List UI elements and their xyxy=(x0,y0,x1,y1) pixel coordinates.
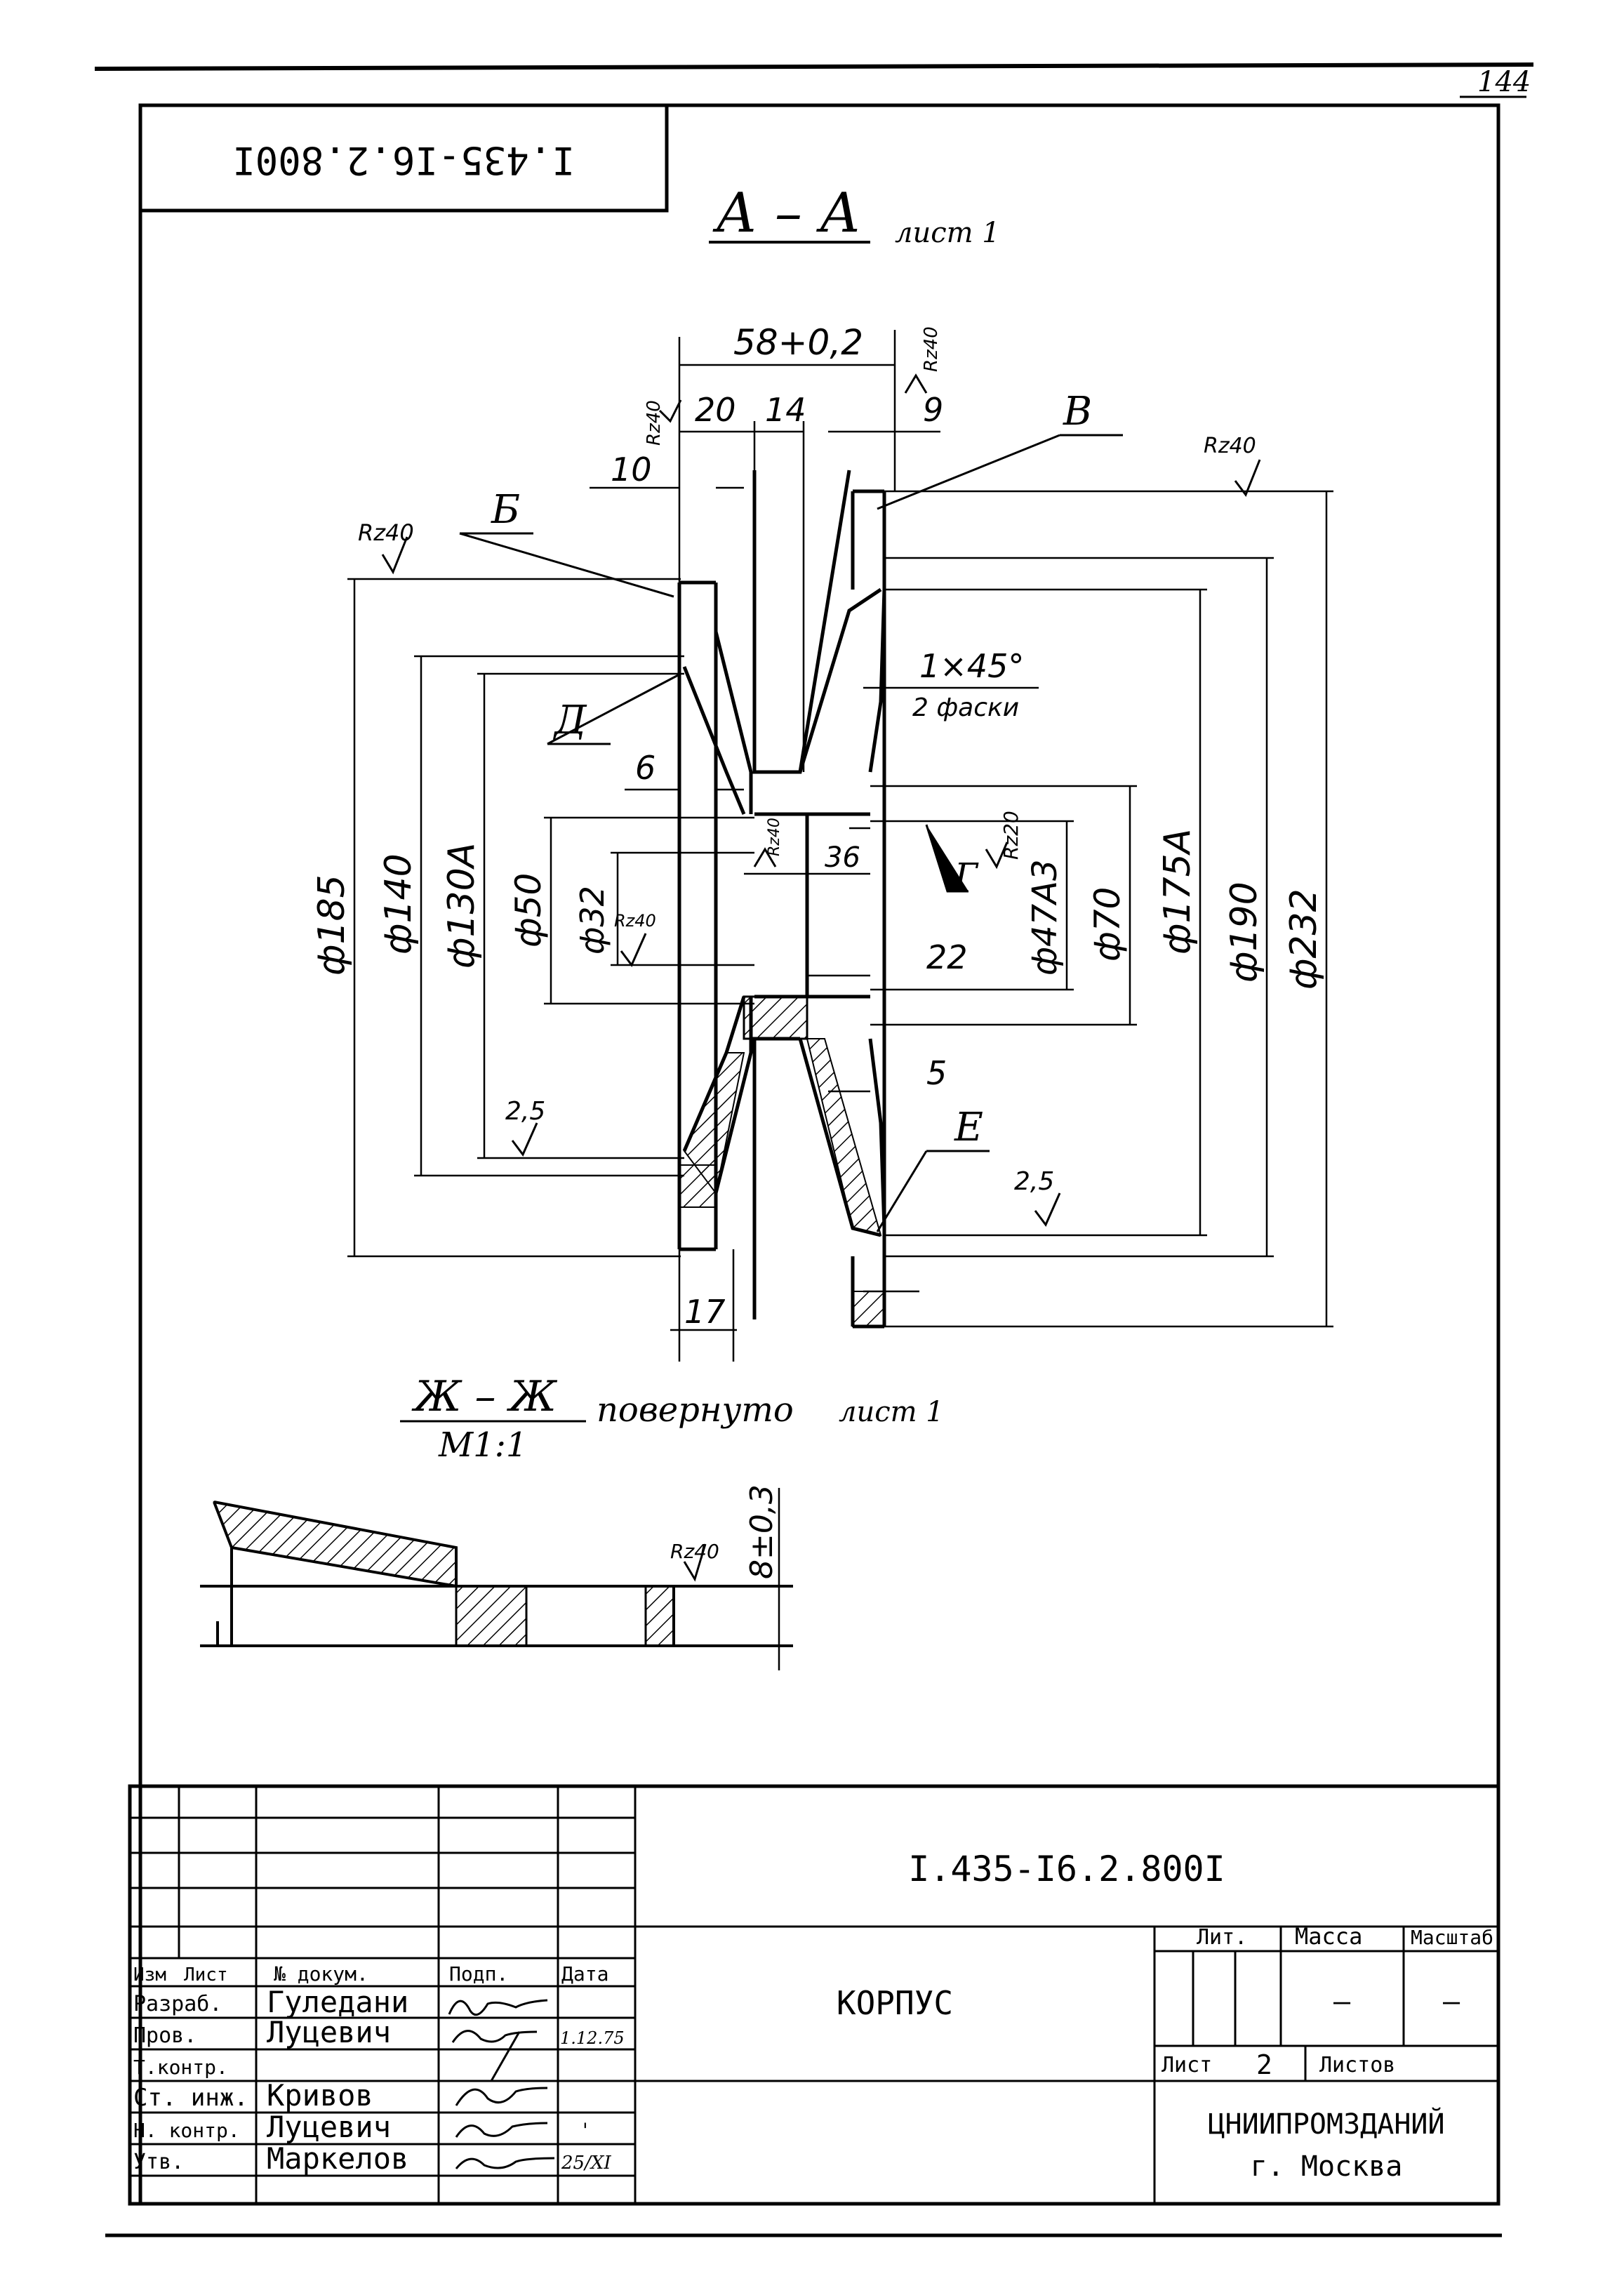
zh-roughness-mark xyxy=(683,1543,707,1582)
sheet-number: 144 xyxy=(1477,66,1531,98)
part-name: КОРПУС xyxy=(837,1984,953,2022)
org-city: г. Москва xyxy=(1251,2150,1403,2183)
row-role-5: Н. контр. xyxy=(133,2119,240,2142)
dim-36: 36 xyxy=(825,842,860,874)
hdr-data: Дата xyxy=(561,1962,608,1986)
rough-rz40-5: Rz40 xyxy=(766,818,783,856)
section-zh-title: Ж – Ж xyxy=(411,1372,558,1421)
hdr-list: Лист xyxy=(184,1964,228,1986)
row-name-1: Гуледани xyxy=(267,1985,408,2019)
row-date-5: ' xyxy=(583,2119,588,2142)
callout-e: Е xyxy=(954,1105,983,1150)
scale-value: – xyxy=(1443,1986,1460,2018)
row-name-4: Кривов xyxy=(267,2078,373,2113)
dim-phi32: ф32 xyxy=(573,886,611,955)
top-dim-lines xyxy=(590,330,1039,1362)
hdr-podp: Подп. xyxy=(449,1962,508,1986)
dim-phi130A: ф130А xyxy=(441,843,483,969)
top-rule xyxy=(94,62,1534,71)
section-zh-sheet-ref: лист 1 xyxy=(839,1396,944,1428)
diameter-dim-lines xyxy=(353,491,1328,1326)
dim-phi70: ф70 xyxy=(1087,887,1128,962)
row-date-2: 1.12.75 xyxy=(560,2028,625,2048)
rough-rz40-1: Rz40 xyxy=(358,519,414,546)
section-zh-note: повернуто xyxy=(597,1390,794,1430)
title-block-grid xyxy=(130,1786,1498,2204)
dim-chamfer-note: 2 фаски xyxy=(912,693,1019,722)
dim-5: 5 xyxy=(926,1054,947,1092)
hdr-doc: № докум. xyxy=(274,1962,368,1986)
rough-rz40-6: Rz40 xyxy=(614,911,656,931)
row-name-6: Маркелов xyxy=(267,2141,408,2176)
dim-17: 17 xyxy=(684,1293,726,1331)
dim-phi232: ф232 xyxy=(1283,889,1325,990)
dim-phi190: ф190 xyxy=(1223,882,1265,983)
dim-chamfer: 1×45° xyxy=(919,647,1024,685)
dim-8: 8±0,3 xyxy=(744,1484,780,1579)
dim-phi47A3: ф47А3 xyxy=(1025,860,1065,976)
row-role-6: Утв. xyxy=(133,2150,184,2174)
dim-14: 14 xyxy=(765,391,806,429)
zh-hatch-taper xyxy=(213,1501,457,1588)
row-date-6: 25/XI xyxy=(561,2153,611,2174)
callout-v: В xyxy=(1063,389,1092,434)
mass-value: – xyxy=(1333,1986,1351,2018)
title-block: I.435-I6.2.800I Изм Лист № докум. Подп. … xyxy=(128,1784,1500,2206)
row-role-3: Т.контр. xyxy=(133,2056,228,2079)
dim-22: 22 xyxy=(926,938,968,976)
section-aa: А – А лист 1 xyxy=(311,182,1333,1362)
dim-10: 10 xyxy=(611,451,652,488)
dim-58: 58+0,2 xyxy=(733,322,863,363)
callout-g: Г xyxy=(954,856,979,896)
rough-rz20: Rz20 xyxy=(999,811,1023,860)
sheet-value: 2 xyxy=(1256,2049,1272,2080)
callout-leaders xyxy=(459,434,1123,1232)
extension-lines xyxy=(347,490,1333,1328)
row-role-1: Разраб. xyxy=(133,1992,222,2016)
doc-code-rotated: I.435-I6.2.800I xyxy=(232,138,575,182)
signature-scribbles xyxy=(448,1999,555,2169)
dim-6: 6 xyxy=(635,749,655,787)
lit-label: Лит. xyxy=(1197,1925,1247,1950)
zh-hatch-block-left xyxy=(455,1585,528,1647)
callout-d: Д xyxy=(552,698,587,743)
title-block-frame xyxy=(128,1784,1500,2206)
rough-rz40-4: Rz40 xyxy=(1204,434,1256,458)
hatch-flange-bottom-right xyxy=(852,1291,885,1327)
dim-9: 9 xyxy=(923,391,943,429)
section-aa-sheet-ref: лист 1 xyxy=(895,217,1000,249)
callout-b: Б xyxy=(491,487,520,533)
row-role-4: Ст. инж. xyxy=(133,2084,248,2112)
dim-phi140: ф140 xyxy=(378,853,420,955)
rough-25-right: 2,5 xyxy=(1014,1167,1054,1196)
rough-rz40-2: Rz40 xyxy=(644,400,665,446)
zh-roughness-label: Rz40 xyxy=(670,1540,719,1563)
row-name-5: Луцевич xyxy=(267,2110,391,2144)
dim-phi185: ф185 xyxy=(311,874,353,976)
title-block-code: I.435-I6.2.800I xyxy=(908,1849,1225,1889)
row-role-2: Пров. xyxy=(133,2023,197,2048)
org-name: ЦНИИПРОМЗДАНИЙ xyxy=(1208,2107,1444,2141)
dim-phi50: ф50 xyxy=(508,873,549,947)
section-aa-title: А – А xyxy=(712,182,861,245)
section-zh-scale: М1:1 xyxy=(438,1425,527,1465)
dim-phi175A: ф175А xyxy=(1157,829,1199,955)
sheet-label: Лист xyxy=(1162,2053,1212,2077)
section-zh: Ж – Ж М1:1 повернуто лист 1 8±0,3 Rz40 xyxy=(200,1372,944,1670)
mass-label: Масса xyxy=(1295,1923,1362,1950)
row-name-2: Луцевич xyxy=(267,2015,391,2049)
doc-code-box xyxy=(138,103,669,213)
scale-label: Масштаб xyxy=(1411,1926,1493,1949)
hdr-izm: Изм xyxy=(133,1964,166,1986)
hatch-flange-bottom-left xyxy=(679,1164,717,1208)
rough-rz40-3: Rz40 xyxy=(921,326,942,372)
roughness-marks xyxy=(381,373,1261,1227)
dim-20: 20 xyxy=(695,391,736,429)
rough-25-left: 2,5 xyxy=(505,1097,545,1126)
zh-hatch-block-right xyxy=(644,1585,675,1647)
hatch-taper-lower-right xyxy=(806,1038,882,1237)
sheets-label: Листов xyxy=(1319,2053,1395,2077)
